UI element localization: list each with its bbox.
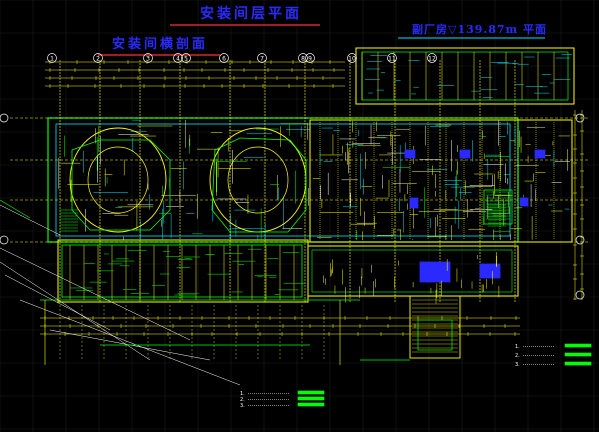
axis-bubble-side bbox=[0, 235, 9, 245]
installation-bay-plan bbox=[10, 24, 590, 303]
axis-label: 3 bbox=[146, 56, 150, 63]
leader-line bbox=[19, 299, 241, 386]
equipment-block bbox=[534, 149, 546, 159]
axis-label: 6 bbox=[222, 56, 226, 63]
legend-note: 1. bbox=[240, 391, 245, 397]
axis-bubble-side bbox=[575, 235, 585, 245]
leader-line bbox=[0, 204, 61, 236]
axis-label: 1 bbox=[50, 56, 54, 63]
auxiliary-building-plan bbox=[307, 47, 575, 359]
building-outline bbox=[47, 117, 519, 243]
axis-label: 10 bbox=[348, 56, 356, 63]
legend-swatch bbox=[564, 361, 592, 366]
legend-swatch bbox=[297, 390, 325, 395]
axis-label: 7 bbox=[260, 56, 264, 63]
axis-bubble bbox=[173, 53, 183, 63]
axis-bubble-side bbox=[575, 290, 585, 300]
axis-bubble bbox=[47, 53, 57, 63]
axis-bubble bbox=[219, 53, 229, 63]
unit-runner-right bbox=[227, 146, 289, 214]
aux-lower-inner bbox=[311, 249, 513, 293]
axis-label: 9 bbox=[308, 56, 312, 63]
leader-line bbox=[0, 261, 151, 361]
axis-bubble bbox=[387, 53, 397, 63]
axis-bubble bbox=[427, 53, 437, 63]
axis-label: 11 bbox=[388, 56, 396, 63]
legend-note: 3. bbox=[240, 403, 245, 409]
unit-runner-left bbox=[87, 146, 149, 214]
equipment-block bbox=[419, 261, 451, 283]
axis-bubble bbox=[298, 53, 308, 63]
legend-swatch bbox=[564, 343, 592, 348]
leader-line bbox=[4, 274, 111, 331]
legend-swatch bbox=[564, 352, 592, 357]
unit-outline-left bbox=[69, 127, 167, 233]
axis-bubble bbox=[181, 53, 191, 63]
legend-note: 2. bbox=[240, 397, 245, 403]
stair-well bbox=[483, 189, 513, 225]
axis-label: 8 bbox=[301, 56, 305, 63]
legend-note: 1. bbox=[515, 344, 520, 350]
equipment-block bbox=[409, 197, 419, 209]
section-inner bbox=[417, 319, 453, 351]
inner-wall bbox=[55, 123, 511, 237]
dimension-lines bbox=[0, 60, 584, 386]
casing-polygon bbox=[211, 137, 307, 233]
axis-bubble bbox=[93, 53, 103, 63]
axis-bubble-side bbox=[0, 113, 9, 123]
auxiliary-plan-title: 副厂房▽139.87m 平面 bbox=[412, 23, 548, 36]
legend-note: 2. bbox=[515, 353, 520, 359]
unit-outline-right bbox=[209, 127, 307, 233]
axis-label: 5 bbox=[184, 56, 188, 63]
lower-structure bbox=[57, 239, 309, 303]
axis-bubble bbox=[305, 53, 315, 63]
aux-top-outline bbox=[355, 47, 575, 105]
legend-block: 1.2.3.1.2.3. bbox=[240, 343, 592, 409]
axis-label: 4 bbox=[176, 56, 180, 63]
leader-line bbox=[0, 199, 31, 219]
equipment-block bbox=[404, 149, 416, 159]
axis-bubble bbox=[143, 53, 153, 63]
section-detail bbox=[409, 295, 461, 359]
equipment-block bbox=[479, 263, 501, 279]
legend-note: 3. bbox=[515, 362, 520, 368]
equipment-block bbox=[459, 149, 471, 159]
legend-swatch bbox=[297, 396, 325, 401]
legend-swatch bbox=[297, 402, 325, 407]
axis-bubble bbox=[257, 53, 267, 63]
casing-polygon bbox=[71, 139, 171, 231]
aux-main-outline bbox=[309, 119, 573, 243]
axis-label: 12 bbox=[428, 56, 436, 63]
drawing-title: 安装间层平面 bbox=[200, 6, 302, 22]
axis-bubble-side bbox=[575, 113, 585, 123]
leader-line bbox=[0, 247, 191, 341]
section-title: 安装间横剖面 bbox=[112, 37, 209, 52]
equipment-block bbox=[519, 197, 529, 207]
axis-bubble bbox=[347, 53, 357, 63]
axis-label: 2 bbox=[96, 56, 100, 63]
